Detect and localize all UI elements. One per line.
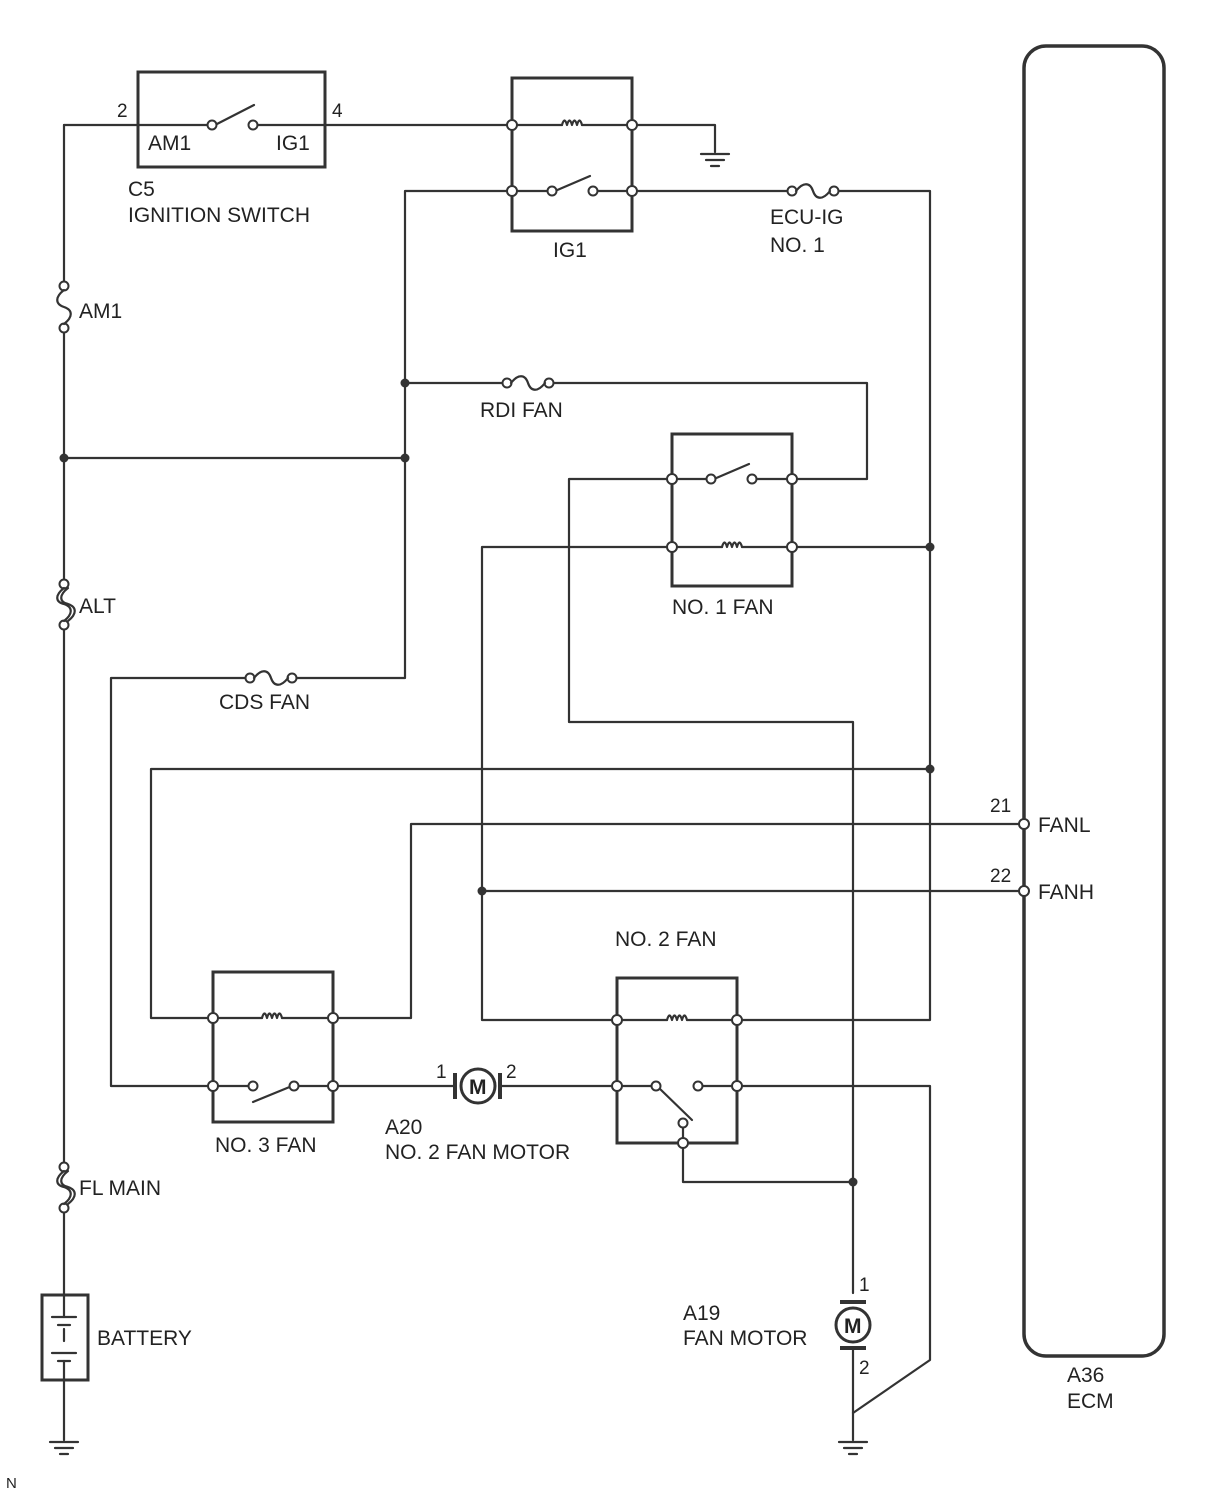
motor-a19-name: FAN MOTOR [683, 1327, 807, 1350]
ecm-name: ECM [1067, 1390, 1114, 1413]
fuse-alt-label: ALT [79, 595, 116, 618]
ecm-pin-fanl-label: FANL [1038, 814, 1091, 837]
ignition-switch: 2 4 AM1 IG1 C5 IGNITION SWITCH [117, 70, 343, 227]
motor-a20-name: NO. 2 FAN MOTOR [385, 1141, 570, 1164]
fuse-am1: AM1 [56, 280, 122, 334]
wires [62, 123, 1026, 1442]
ecm-ref: A36 [1067, 1364, 1104, 1387]
relay-no2-fan-label: NO. 2 FAN [615, 928, 717, 951]
motor-a20: M 1 2 A20 NO. 2 FAN MOTOR [385, 1062, 570, 1164]
fuse-am1-label: AM1 [79, 300, 122, 323]
motor-a19-symbol: M [844, 1315, 862, 1338]
fuse-rdi-fan: RDI FAN [480, 375, 563, 422]
battery-label: BATTERY [97, 1327, 192, 1350]
ecm-pin-fanl-number: 21 [990, 796, 1011, 817]
motor-a19: M 1 2 A19 FAN MOTOR [683, 1275, 872, 1379]
corner-mark: N [6, 1475, 17, 1492]
relay-no3-fan: NO. 3 FAN [207, 970, 339, 1157]
fuse-ecu-ig-label-2: NO. 1 [770, 234, 825, 257]
fuse-ecu-ig-no1: ECU-IG NO. 1 [770, 183, 844, 257]
junction-dots [59, 378, 935, 1187]
motor-a19-ref: A19 [683, 1302, 720, 1325]
fuse-fl-main: FL MAIN [56, 1161, 161, 1214]
ground-motor [837, 1440, 869, 1456]
ecm-pin-fanh-number: 22 [990, 866, 1011, 887]
ecm: 21 FANL 22 FANH A36 ECM [990, 44, 1166, 1413]
relay-no2-fan: NO. 2 FAN [611, 928, 743, 1149]
motor-a20-symbol: M [469, 1076, 487, 1099]
motor-a20-pin1: 1 [436, 1062, 447, 1083]
ig1-relay: IG1 [506, 76, 638, 262]
ignition-switch-ref: C5 [128, 178, 155, 201]
battery: BATTERY [40, 1293, 192, 1382]
fuse-cds-fan: CDS FAN [219, 670, 310, 714]
fuse-ecu-ig-label-1: ECU-IG [770, 206, 844, 229]
fuse-rdi-fan-label: RDI FAN [480, 399, 563, 422]
motor-a19-pin2: 2 [859, 1358, 870, 1379]
fuse-fl-main-label: FL MAIN [79, 1177, 161, 1200]
relay-no1-fan: NO. 1 FAN [666, 432, 798, 619]
ground-symbol [699, 152, 731, 168]
ecm-pin-fanh-label: FANH [1038, 881, 1094, 904]
fuse-cds-fan-label: CDS FAN [219, 691, 310, 714]
motor-a20-ref: A20 [385, 1116, 422, 1139]
relay-no3-fan-label: NO. 3 FAN [215, 1134, 317, 1157]
ignition-switch-terminal-am1: AM1 [148, 132, 191, 155]
ig1-relay-label: IG1 [553, 239, 587, 262]
motor-a20-pin2: 2 [506, 1062, 517, 1083]
fuse-alt: ALT [56, 578, 116, 631]
motor-a19-pin1: 1 [859, 1275, 870, 1296]
ground-battery [48, 1440, 80, 1456]
ignition-switch-name: IGNITION SWITCH [128, 204, 310, 227]
ignition-switch-pin-out: 4 [332, 101, 343, 122]
relay-no1-fan-label: NO. 1 FAN [672, 596, 774, 619]
ignition-switch-terminal-ig1: IG1 [276, 132, 310, 155]
ignition-switch-pin-in: 2 [117, 101, 128, 122]
